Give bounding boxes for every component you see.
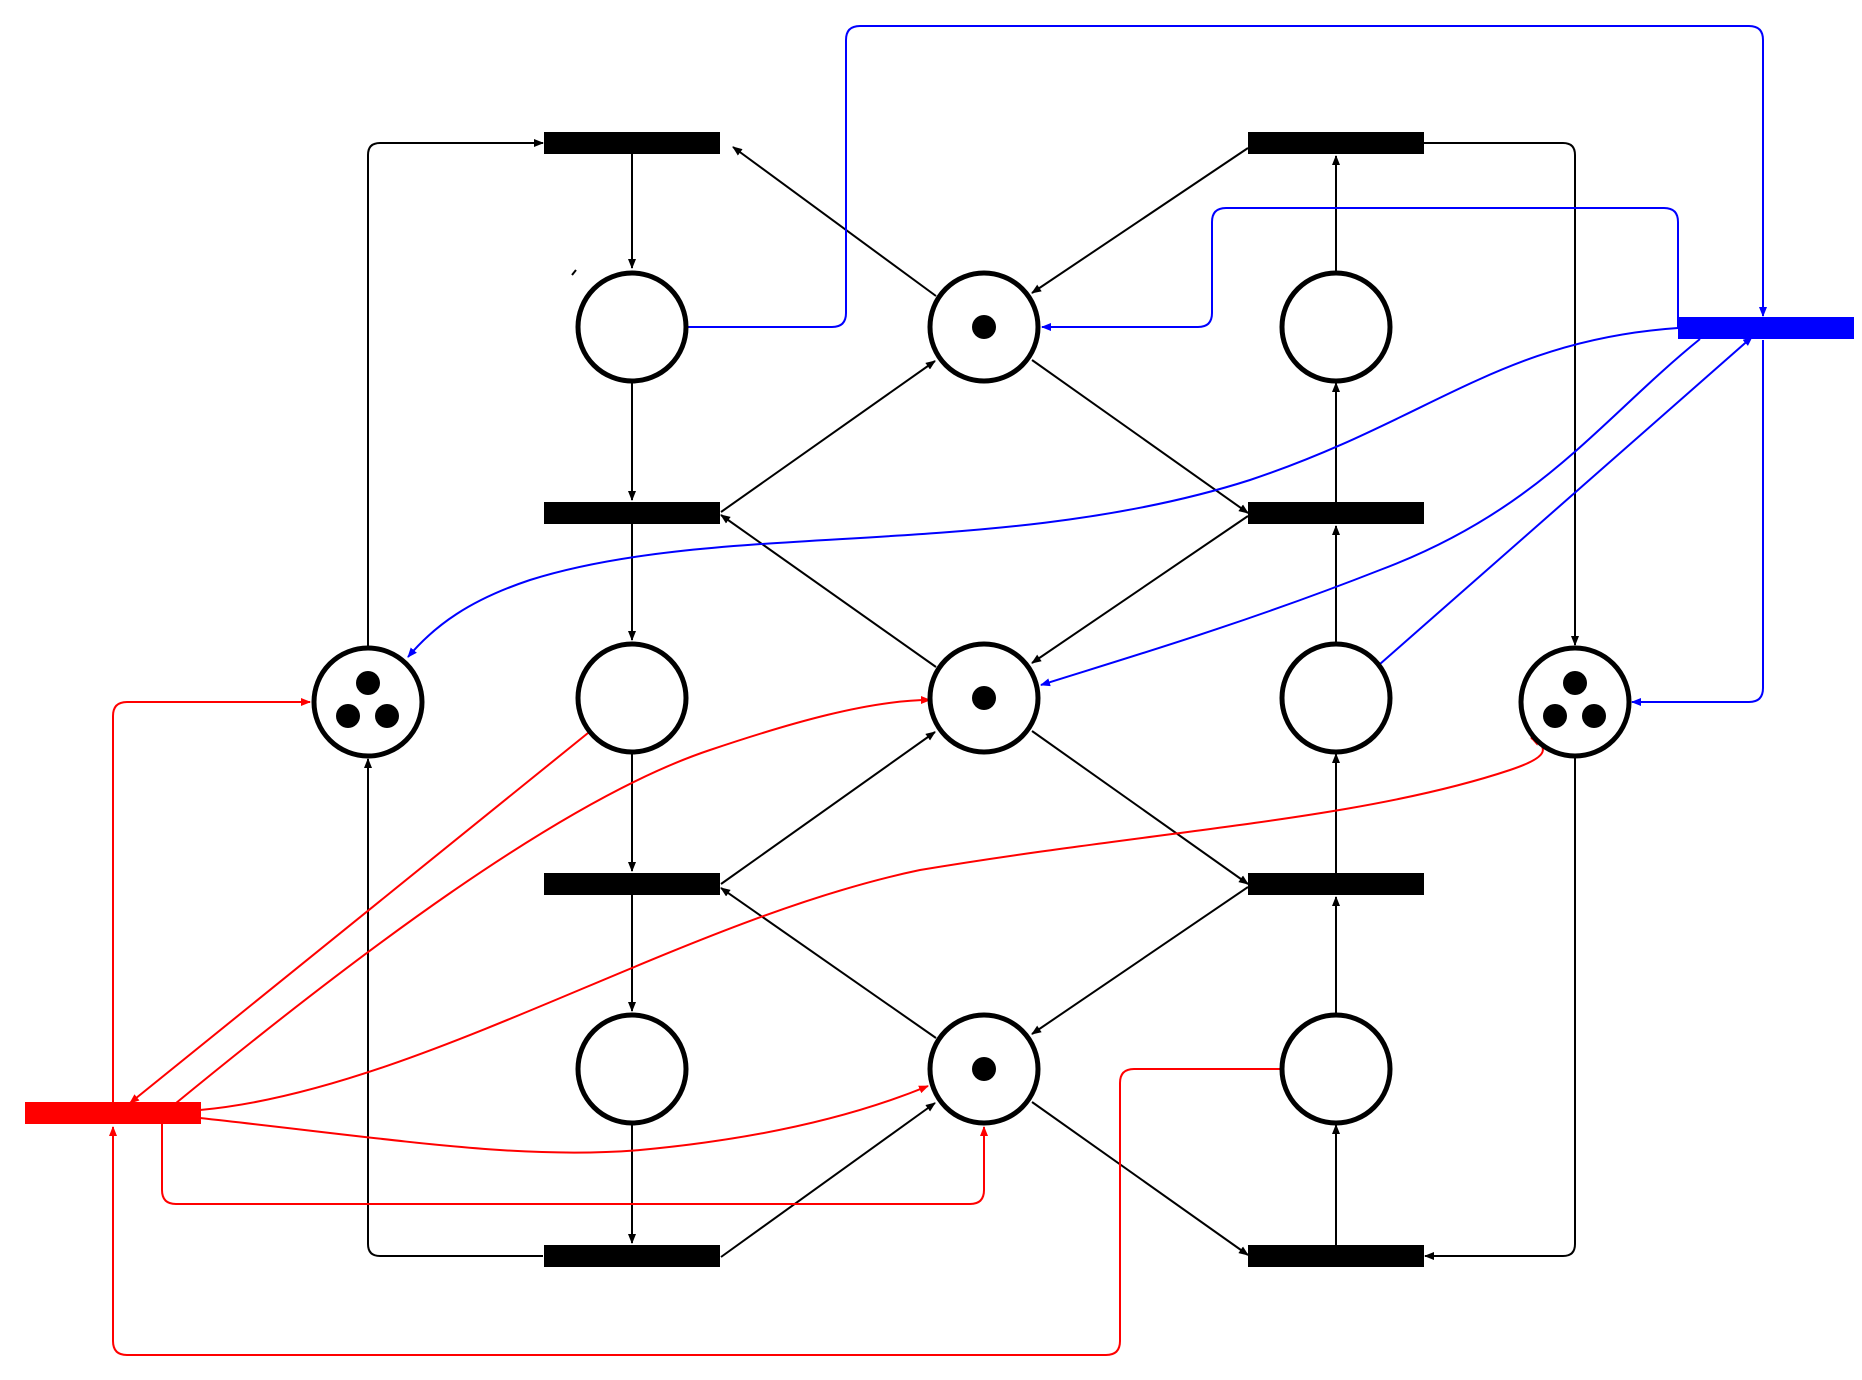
arc-p_right-to-t_r3 xyxy=(1424,756,1576,1260)
arc-t_l3-to-p_left xyxy=(364,758,543,1257)
transitions-layer xyxy=(25,132,1854,1267)
transition-t_r2 xyxy=(1248,873,1424,895)
arc-p_mid_r1-to-t_l0 xyxy=(732,146,937,297)
transition-t_blue xyxy=(1678,317,1854,339)
place-p_right xyxy=(1518,645,1632,759)
places-layer xyxy=(311,270,1632,1126)
arc-p_mid_r3-to-t_r3 xyxy=(1031,1101,1249,1256)
arc-t_blue-to-p_mid_r2 xyxy=(1040,338,1701,687)
arcs-layer xyxy=(109,25,1767,1356)
place-p_c3r2 xyxy=(1279,641,1393,755)
arc-t_l2-to-p_mid_r2 xyxy=(720,731,936,885)
arc-t_blue-to-p_left xyxy=(407,327,1679,658)
token xyxy=(1582,704,1606,728)
place-circle xyxy=(575,1012,689,1126)
arc-p_left-to-t_l0 xyxy=(367,139,544,648)
place-circle xyxy=(1518,645,1632,759)
place-circle xyxy=(1279,1012,1393,1126)
token xyxy=(972,315,996,339)
arc-t_r0-to-p_mid_r1 xyxy=(1031,147,1249,294)
arc-t_l1-to-p_mid_r1 xyxy=(720,360,936,513)
arc-p_c1r2-to-t_red xyxy=(129,732,589,1104)
transition-t_l2 xyxy=(544,873,720,895)
place-circle xyxy=(1279,641,1393,755)
transition-t_l3 xyxy=(544,1245,720,1267)
arc-p_c3r2-to-t_blue xyxy=(1379,336,1753,665)
arc-p_mid_r3-to-t_l2 xyxy=(720,887,937,1039)
place-p_c1r2 xyxy=(575,641,689,755)
transition-t_l1 xyxy=(544,502,720,524)
transition-t_r3 xyxy=(1248,1245,1424,1267)
place-p_c3r1 xyxy=(1279,270,1393,384)
arc-t_l3-to-p_mid_r3 xyxy=(720,1102,936,1258)
token xyxy=(336,704,360,728)
token xyxy=(972,1057,996,1081)
arc-t_r2-to-p_mid_r3 xyxy=(1031,886,1249,1035)
transition-t_l0 xyxy=(544,132,720,154)
transition-t_red xyxy=(25,1102,201,1124)
arc-t_blue-to-p_right xyxy=(1631,340,1764,706)
arc-t_red-to-p_left xyxy=(112,698,311,1102)
place-p_c3r3 xyxy=(1279,1012,1393,1126)
transition-t_r1 xyxy=(1248,502,1424,524)
place-p_mid_r3 xyxy=(927,1012,1041,1126)
place-p_c1r1 xyxy=(575,270,689,384)
place-circle xyxy=(575,270,689,384)
arc-p_mid_r1-to-t_r1 xyxy=(1031,359,1249,514)
arc-t_red-to-p_mid_r3-orthogonal xyxy=(161,1122,988,1205)
arc-t_r0-to-p_right xyxy=(1424,142,1579,646)
arc-t_red-to-p_mid_r3 xyxy=(199,1085,929,1154)
token xyxy=(972,686,996,710)
arc-p_mid_r2-to-t_r2 xyxy=(1031,730,1249,885)
stray-tick-mark xyxy=(571,269,577,276)
place-p_left xyxy=(311,645,425,759)
arc-t_blue-to-p_mid_r1 xyxy=(1041,207,1679,331)
arc-p_c1r1-to-t_blue xyxy=(688,25,1767,328)
token xyxy=(1563,671,1587,695)
arc-p_c3r3-to-t_red xyxy=(109,1068,1280,1356)
token xyxy=(356,671,380,695)
place-p_mid_r2 xyxy=(927,641,1041,755)
token xyxy=(1543,704,1567,728)
place-circle xyxy=(311,645,425,759)
place-circle xyxy=(1279,270,1393,384)
token xyxy=(375,704,399,728)
arc-t_red-to-p_mid_r2 xyxy=(169,696,931,1109)
arc-t_red-to-p_right xyxy=(199,737,1544,1111)
arc-t_r1-to-p_mid_r2 xyxy=(1031,515,1249,664)
place-p_c1r3 xyxy=(575,1012,689,1126)
place-circle xyxy=(575,641,689,755)
place-p_mid_r1 xyxy=(927,270,1041,384)
transition-t_r0 xyxy=(1248,132,1424,154)
arc-p_mid_r2-to-t_l1 xyxy=(720,514,937,668)
